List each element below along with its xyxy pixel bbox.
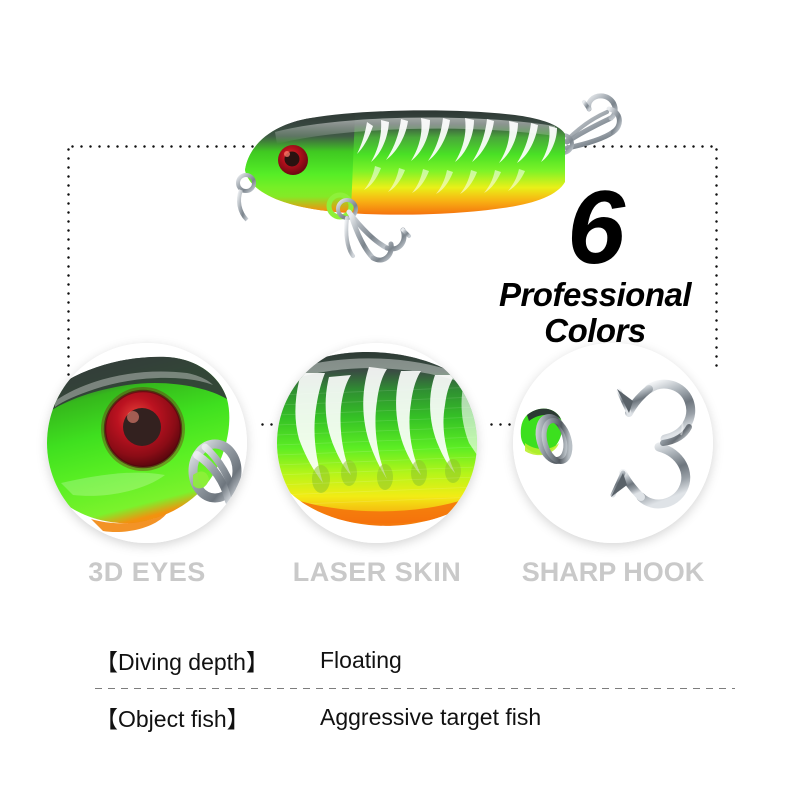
dotted-frame-left xyxy=(67,145,70,403)
headline-subtitle-line2: Colors xyxy=(544,311,646,349)
belly-treble-hook xyxy=(326,192,411,263)
headline-subtitle: Professional Colors xyxy=(470,277,720,348)
spec-row: 【Object fish】 Aggressive target fish xyxy=(95,689,735,745)
nose-split-ring xyxy=(236,173,256,222)
spec-value-object-fish: Aggressive target fish xyxy=(320,703,542,730)
spec-row: 【Diving depth】 Floating xyxy=(95,632,735,688)
spec-key-diving-depth: 【Diving depth】 xyxy=(95,649,269,675)
body-gloss xyxy=(275,117,555,144)
feature-sharp-hook: SHARP HOOK xyxy=(508,343,718,588)
hero-lure-image xyxy=(215,78,625,263)
feature-laser-skin-image xyxy=(277,343,477,543)
feature-label-laser-skin: LASER SKIN xyxy=(292,557,462,587)
feature-3d-eyes-image xyxy=(47,343,247,543)
headline-number: 6 xyxy=(567,170,625,286)
spec-value-diving-depth: Floating xyxy=(320,646,402,673)
headline-subtitle-line1: Professional xyxy=(498,276,692,314)
feature-3d-eyes: 3D EYES xyxy=(42,343,252,588)
feature-laser-skin: LASER SKIN xyxy=(272,343,482,588)
feature-sharp-hook-image xyxy=(513,343,713,543)
spec-key-object-fish: 【Object fish】 xyxy=(95,706,250,732)
spec-divider xyxy=(95,688,735,689)
hook-barb-lower xyxy=(611,473,627,497)
dotted-connector-right xyxy=(487,423,531,426)
lure-eye xyxy=(278,145,308,175)
dotted-frame-right xyxy=(715,145,718,373)
spec-table: 【Diving depth】 Floating 【Object fish】 Ag… xyxy=(95,632,735,745)
feature-label-sharp-hook: SHARP HOOK xyxy=(521,557,705,587)
headline-block: 6 Professional Colors xyxy=(470,170,720,349)
hook-barb-upper xyxy=(617,389,633,413)
feature-label-3d-eyes: 3D EYES xyxy=(88,557,206,587)
